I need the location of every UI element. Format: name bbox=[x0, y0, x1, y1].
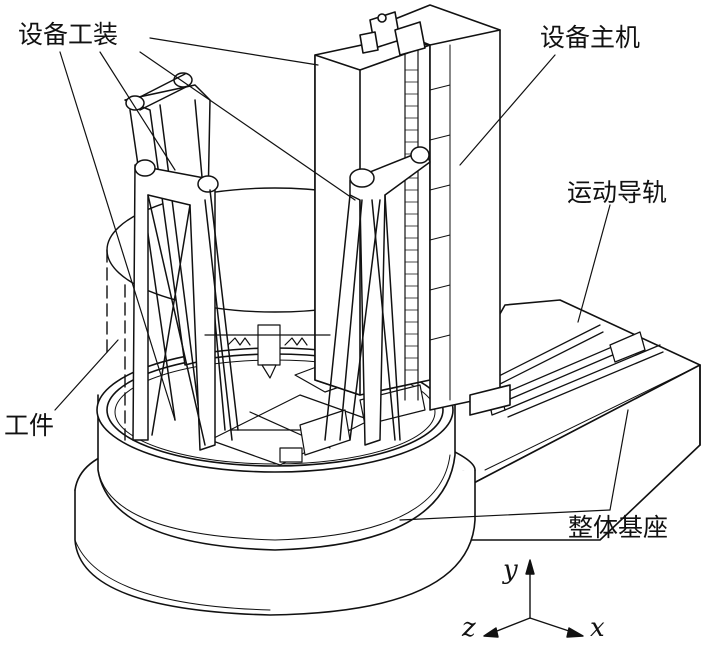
fixture-right bbox=[324, 146, 431, 446]
label-guide-rail: 运动导轨 bbox=[567, 178, 668, 207]
leader-lines bbox=[54, 37, 629, 521]
axis-triad bbox=[483, 559, 584, 638]
axis-label-y: y bbox=[503, 555, 518, 585]
main-machine bbox=[314, 4, 511, 416]
column-steps bbox=[429, 84, 451, 341]
fixture-left bbox=[124, 72, 239, 451]
axis-label-x: x bbox=[590, 613, 605, 643]
label-fixture: 设备工装 bbox=[18, 20, 119, 49]
label-workpiece: 工件 bbox=[4, 411, 55, 440]
tool-head bbox=[204, 324, 331, 379]
label-main-machine: 设备主机 bbox=[540, 23, 641, 52]
axis-label-z: z bbox=[462, 613, 476, 643]
label-base: 整体基座 bbox=[568, 513, 669, 542]
